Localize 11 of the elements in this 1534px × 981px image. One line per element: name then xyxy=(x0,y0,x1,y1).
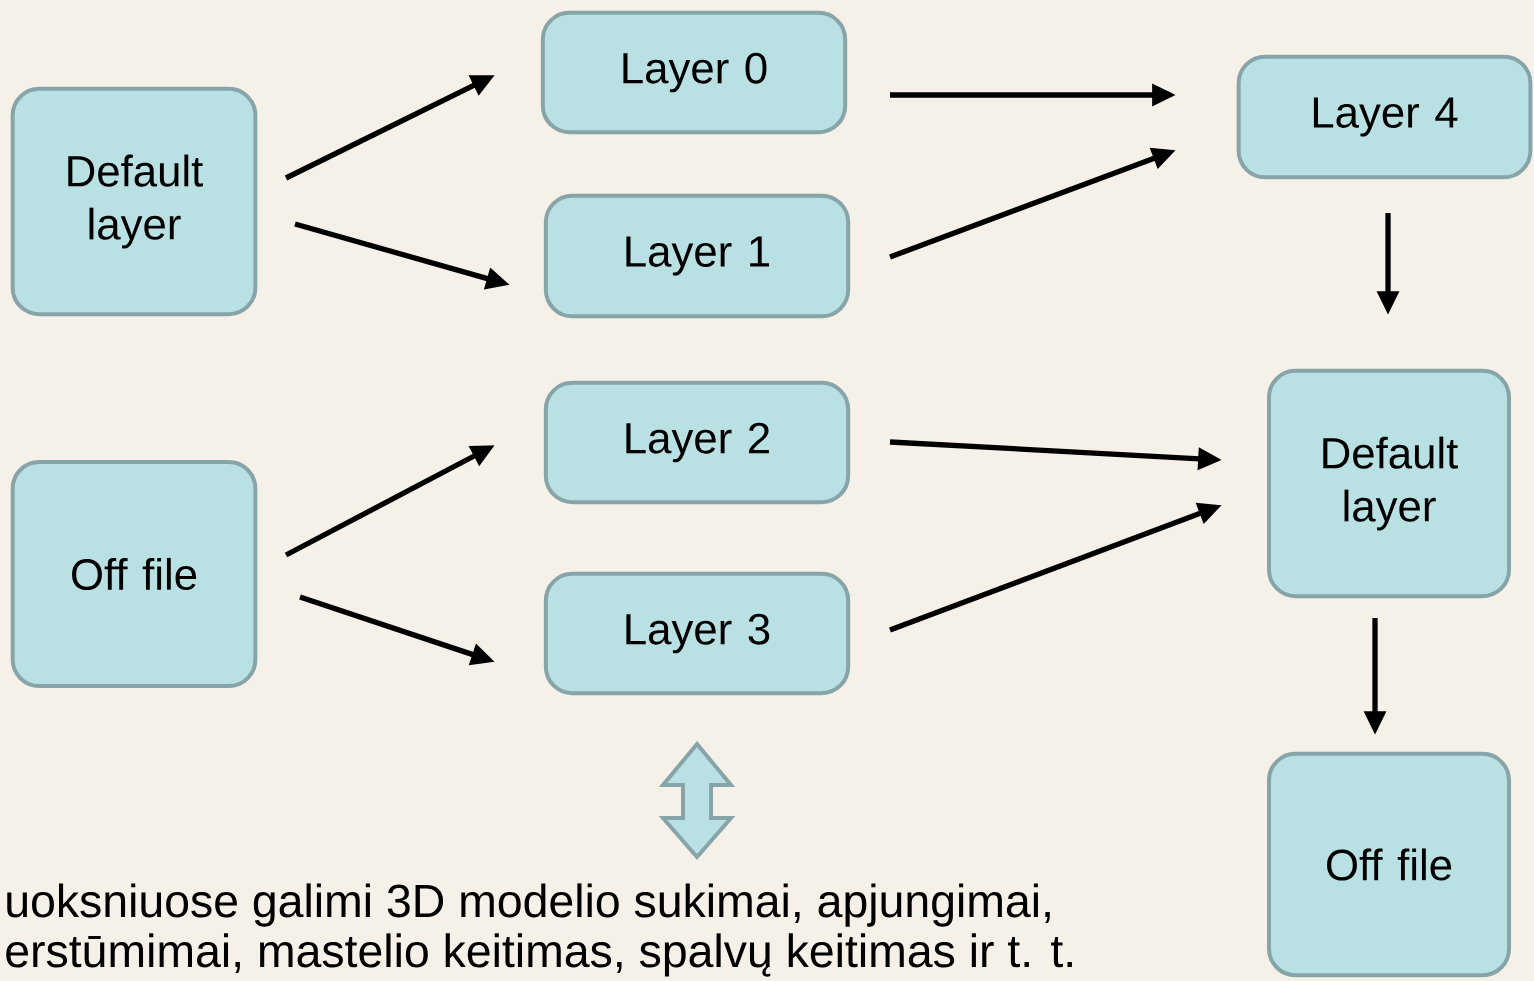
layer-box: Default layer xyxy=(10,86,258,317)
layer-box: Default layer xyxy=(1267,368,1511,599)
layer-box: Layer 0 xyxy=(540,10,848,135)
layer-box: Layer 3 xyxy=(543,571,851,696)
description-text: erstūmimai, mastelio keitimas, spalvų keitimas ir t. t. xyxy=(6,933,1072,977)
layer-box: Layer 4 xyxy=(1236,54,1533,180)
layer-box: Layer 2 xyxy=(543,380,851,505)
description-text: uoksniuose galimi 3D modelio sukimai, apjungimai, xyxy=(7,883,1050,927)
layer-box: Off file xyxy=(1267,751,1511,978)
layer-box: Layer 1 xyxy=(543,193,851,319)
layer-box: Off file xyxy=(10,459,258,689)
